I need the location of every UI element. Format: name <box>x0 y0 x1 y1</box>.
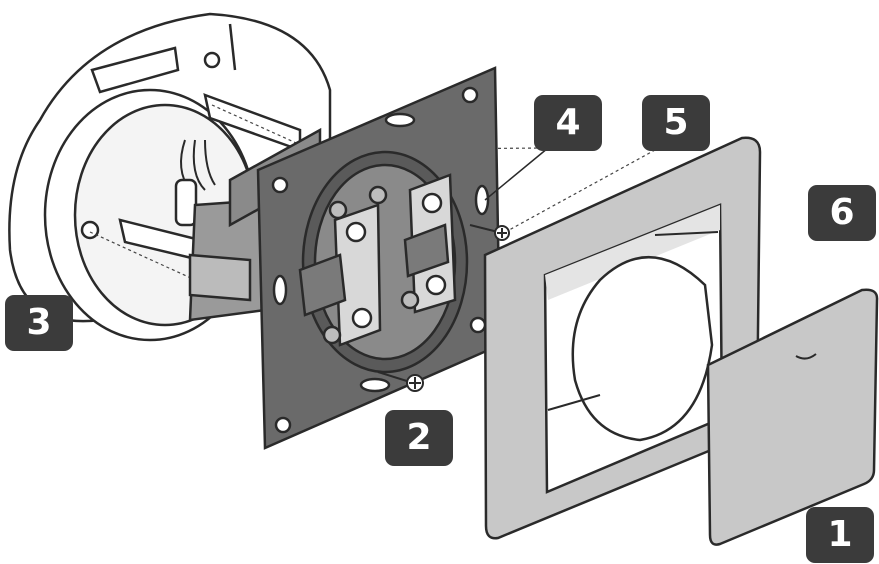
callout-badge-3: 3 <box>5 295 73 351</box>
callout-badge-5: 5 <box>642 95 710 151</box>
screw-upper <box>469 224 510 241</box>
cover-frame <box>483 136 762 540</box>
callout-badge-1: 1 <box>806 507 874 563</box>
callout-badge-2: 2 <box>385 410 453 466</box>
faceplate <box>706 288 879 546</box>
screw-lower <box>377 371 424 392</box>
callout-label-6: 6 <box>829 192 855 233</box>
callout-label-5: 5 <box>663 102 689 143</box>
callout-label-3: 3 <box>26 302 52 343</box>
callout-label-2: 2 <box>406 417 432 458</box>
leader-line-4 <box>484 147 549 201</box>
callout-label-4: 4 <box>555 102 581 143</box>
socket-mechanism <box>188 66 502 450</box>
callout-badge-6: 6 <box>808 185 876 241</box>
callout-label-1: 1 <box>827 514 853 555</box>
callout-badge-4: 4 <box>534 95 602 151</box>
